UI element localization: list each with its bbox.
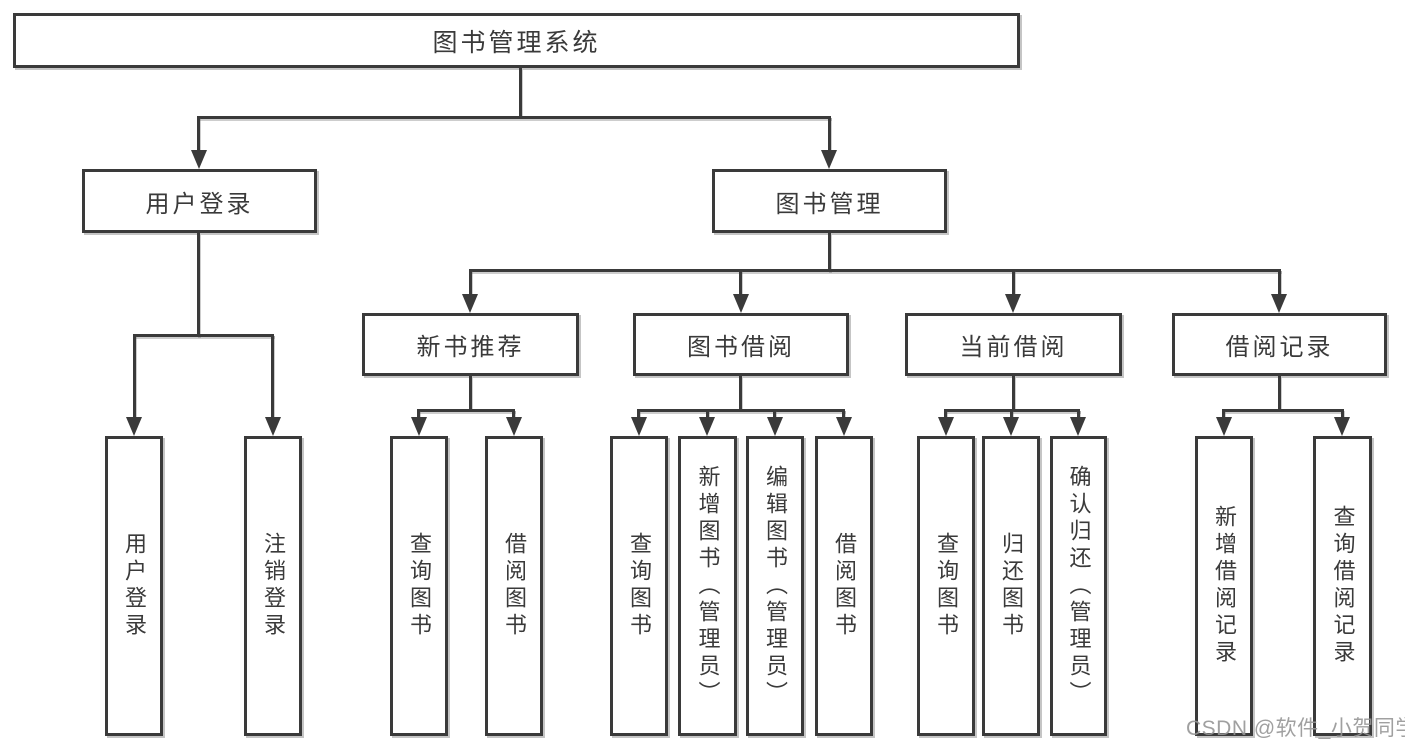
connector-line	[773, 409, 776, 419]
leaf-current-query-books: 查询图书	[917, 436, 975, 736]
leaf-user-login: 用户登录	[105, 436, 163, 736]
connector-line	[739, 376, 742, 410]
arrow-down-icon	[767, 417, 783, 436]
node-book-management-label: 图书管理	[775, 190, 884, 218]
connector-line	[469, 269, 1281, 272]
connector-line	[197, 233, 200, 336]
node-new-book-recommend: 新书推荐	[362, 313, 579, 376]
connector-line	[271, 334, 274, 418]
arrow-down-icon	[265, 417, 281, 436]
arrow-down-icon	[1334, 417, 1350, 436]
arrow-down-icon	[506, 417, 522, 436]
arrow-down-icon	[1070, 417, 1086, 436]
leaf-borrow-borrow-books: 借阅图书	[815, 436, 873, 736]
connector-line	[417, 409, 420, 419]
connector-line	[1012, 269, 1015, 296]
connector-line	[1077, 409, 1080, 419]
arrow-down-icon	[733, 294, 749, 313]
node-new-book-recommend-label: 新书推荐	[416, 334, 525, 361]
connector-line	[417, 409, 515, 412]
connector-line	[469, 376, 472, 410]
leaf-records-query-record: 查询借阅记录	[1313, 436, 1372, 736]
connector-line	[706, 409, 709, 419]
connector-line	[197, 116, 200, 151]
arrow-down-icon	[1005, 294, 1021, 313]
arrow-down-icon	[938, 417, 954, 436]
leaf-borrow-add-books-admin-label: 新增图书（管理员）	[695, 464, 721, 708]
leaf-borrow-add-books-admin: 新增图书（管理员）	[678, 436, 737, 736]
leaf-borrow-edit-books-admin-label: 编辑图书（管理员）	[763, 464, 788, 708]
connector-line	[1278, 376, 1281, 410]
connector-line	[828, 116, 831, 151]
node-user-login: 用户登录	[82, 169, 317, 233]
leaf-newbooks-query-books: 查询图书	[390, 436, 448, 736]
leaf-current-confirm-return-admin: 确认归还（管理员）	[1050, 436, 1107, 736]
leaf-newbooks-query-books-label: 查询图书	[407, 532, 432, 640]
connector-line	[198, 116, 831, 119]
connector-line	[1010, 409, 1013, 419]
node-root-label: 图书管理系统	[432, 28, 601, 57]
leaf-logout-label: 注销登录	[261, 532, 286, 640]
node-book-management: 图书管理	[712, 169, 947, 233]
leaf-user-login-label: 用户登录	[122, 532, 147, 640]
connector-line	[512, 409, 515, 419]
node-root: 图书管理系统	[13, 13, 1020, 68]
leaf-newbooks-borrow-books-label: 借阅图书	[502, 532, 527, 640]
node-current-borrow-label: 当前借阅	[959, 334, 1068, 361]
arrow-down-icon	[411, 417, 427, 436]
arrow-down-icon	[821, 150, 837, 169]
leaf-current-confirm-return-admin-label: 确认归还（管理员）	[1066, 464, 1092, 708]
connector-line	[1341, 409, 1344, 419]
connector-line	[1012, 376, 1015, 410]
leaf-logout: 注销登录	[244, 436, 302, 736]
arrow-down-icon	[1003, 417, 1019, 436]
arrow-down-icon	[836, 417, 852, 436]
node-user-login-label: 用户登录	[145, 190, 254, 218]
connector-line	[519, 68, 522, 117]
connector-line	[133, 334, 136, 418]
node-borrow-records: 借阅记录	[1172, 313, 1387, 376]
connector-line	[842, 409, 845, 419]
leaf-borrow-edit-books-admin: 编辑图书（管理员）	[746, 436, 804, 736]
leaf-borrow-query-books-label: 查询图书	[627, 532, 652, 640]
connector-line	[469, 269, 472, 296]
leaf-borrow-borrow-books-label: 借阅图书	[832, 532, 857, 640]
leaf-current-return-books-label: 归还图书	[999, 532, 1024, 640]
arrow-down-icon	[631, 417, 647, 436]
connector-line	[739, 269, 742, 296]
connector-line	[944, 409, 947, 419]
leaf-current-query-books-label: 查询图书	[934, 532, 959, 640]
connector-line	[133, 334, 274, 337]
node-borrow-records-label: 借阅记录	[1225, 334, 1334, 361]
leaf-records-add-record-label: 新增借阅记录	[1212, 505, 1237, 667]
connector-line	[1278, 269, 1281, 296]
leaf-records-add-record: 新增借阅记录	[1195, 436, 1253, 736]
arrow-down-icon	[1216, 417, 1232, 436]
connector-line	[1222, 409, 1343, 412]
node-book-borrow-label: 图书借阅	[687, 334, 795, 361]
connector-line	[1222, 409, 1225, 419]
node-current-borrow: 当前借阅	[905, 313, 1122, 376]
connector-line	[637, 409, 640, 419]
arrow-down-icon	[462, 294, 478, 313]
arrow-down-icon	[1271, 294, 1287, 313]
node-book-borrow: 图书借阅	[633, 313, 849, 376]
leaf-current-return-books: 归还图书	[982, 436, 1040, 736]
arrow-down-icon	[699, 417, 715, 436]
arrow-down-icon	[126, 417, 142, 436]
connector-line	[828, 233, 831, 271]
leaf-borrow-query-books: 查询图书	[610, 436, 668, 736]
connector-line	[637, 409, 845, 412]
leaf-newbooks-borrow-books: 借阅图书	[485, 436, 543, 736]
arrow-down-icon	[191, 150, 207, 169]
csdn-watermark: CSDN @软件_小贺同学	[1186, 717, 1405, 740]
leaf-records-query-record-label: 查询借阅记录	[1330, 505, 1356, 667]
